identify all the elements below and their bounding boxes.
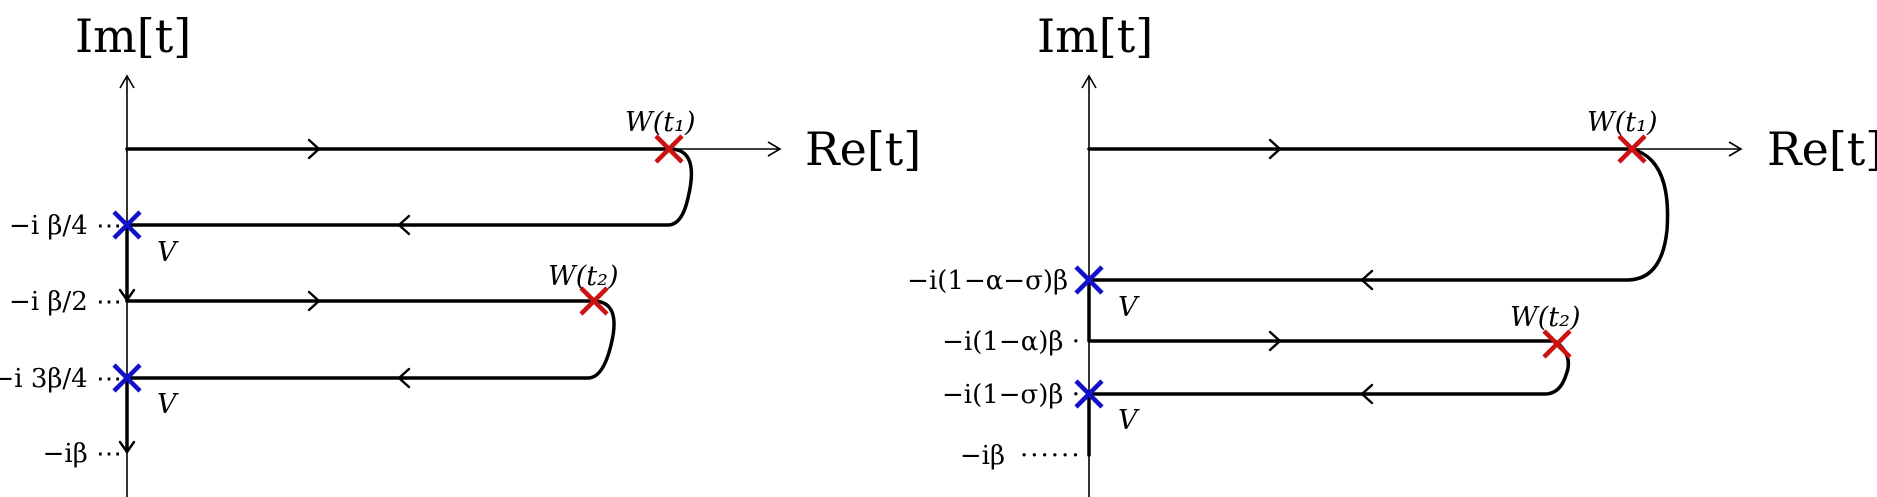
right-direction-arrow-left (1360, 383, 1374, 405)
right-tick-label: −i(1−σ)β · (942, 380, 1080, 410)
right-v1-marker (1074, 265, 1104, 295)
right-v2-marker (1074, 379, 1104, 409)
right-imaginary-axis-arrowhead (1081, 74, 1097, 89)
left-tick-label: −i β/4 ⋯ (9, 211, 122, 241)
right-axis-im-label: Im[t] (1037, 9, 1153, 63)
left-w1-label: W(t₁) (625, 107, 696, 138)
right-v1-label: V (1118, 292, 1140, 323)
right-direction-arrow-right (1268, 138, 1282, 160)
left-direction-arrow-left (397, 214, 411, 236)
left-v1-label: V (157, 237, 179, 268)
left-contour-path (125, 147, 694, 453)
left-axis-im-label: Im[t] (75, 9, 191, 63)
left-w2-marker (579, 286, 609, 316)
right-real-axis-arrowhead (1728, 141, 1743, 157)
right-tick-label: −iβ (960, 441, 1005, 471)
left-direction-arrow-down (118, 440, 136, 454)
right-contour-path (1087, 147, 1670, 457)
left-diagram: Im[t] Re[t] W(t₁) W(t₂) (0, 9, 921, 497)
left-tick-label: −iβ ⋯ (43, 439, 122, 469)
left-v2-marker (112, 363, 142, 393)
right-w1-marker (1617, 134, 1647, 164)
right-w1-label: W(t₁) (1587, 107, 1658, 138)
left-direction-arrow-right (307, 138, 321, 160)
left-tick-label: −i β/2 ⋯ (9, 287, 122, 317)
right-tick-label: −i(1−α−σ)β (907, 266, 1068, 296)
left-v2-label: V (157, 389, 179, 420)
left-tick-label: −i 3β/4 ⋯ (0, 364, 122, 394)
right-w2-marker (1542, 329, 1572, 359)
left-w2-label: W(t₂) (548, 261, 619, 292)
left-direction-arrow-right (307, 290, 321, 312)
left-real-axis-arrowhead (767, 141, 782, 157)
right-direction-arrow-right (1268, 330, 1282, 352)
left-direction-arrow-down (118, 288, 136, 302)
left-imaginary-axis-arrowhead (119, 74, 135, 89)
right-axis-re-label: Re[t] (1767, 122, 1877, 176)
right-v2-label: V (1118, 405, 1140, 436)
left-axis-re-label: Re[t] (805, 122, 921, 176)
right-w2-label: W(t₂) (1510, 302, 1581, 333)
left-w1-marker (654, 134, 684, 164)
right-direction-arrow-left (1360, 269, 1374, 291)
right-tick-label: −i(1−α)β · (942, 327, 1080, 357)
left-direction-arrow-left (397, 367, 411, 389)
right-tick-dots: ······ (1020, 441, 1082, 471)
right-diagram: Im[t] Re[t] W(t₁) W(t₂) V V (907, 9, 1877, 497)
left-v1-marker (112, 210, 142, 240)
